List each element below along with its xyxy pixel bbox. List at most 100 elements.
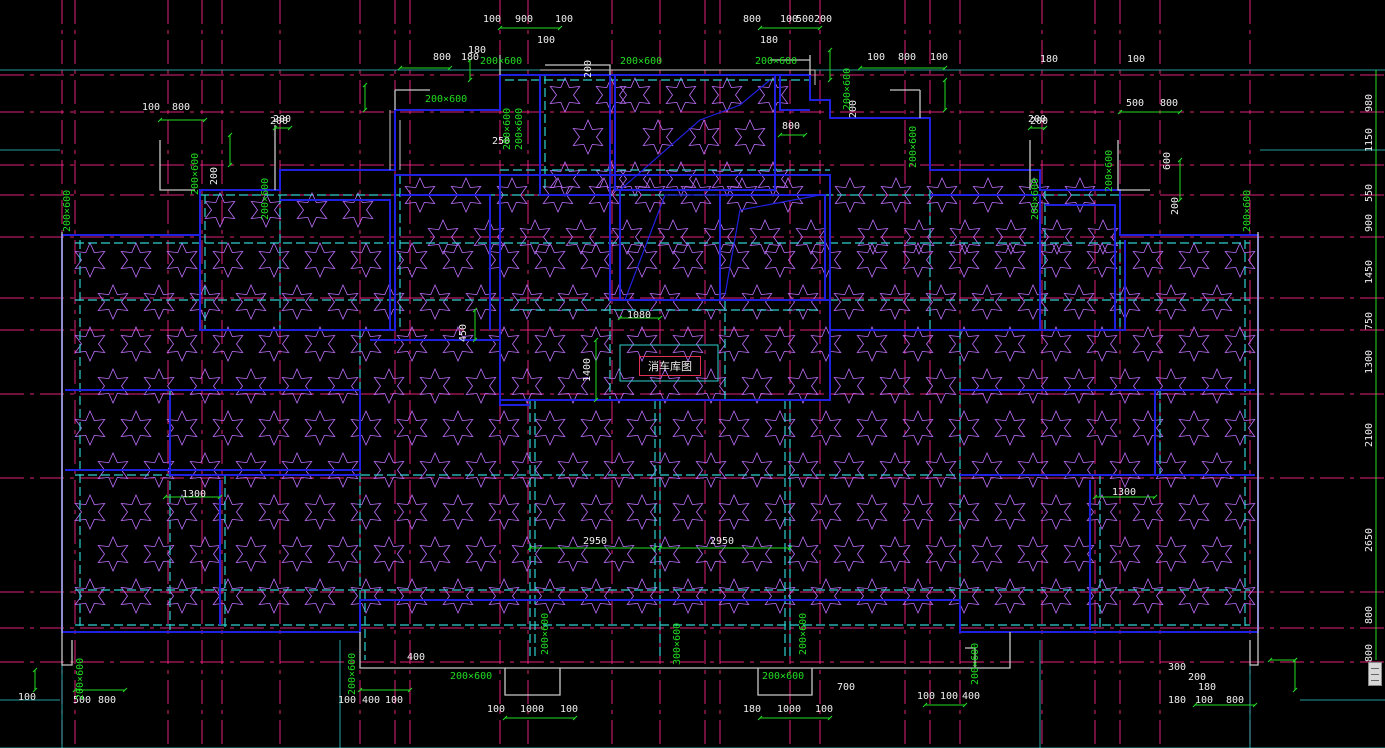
dimension-text: 180 xyxy=(1040,54,1058,65)
beam-size-label: 200×600 xyxy=(75,658,86,700)
beam-size-label: 200×600 xyxy=(1242,190,1253,232)
wall xyxy=(169,395,360,476)
dimension-text: 1000 xyxy=(520,704,544,715)
dimension-tick xyxy=(572,715,578,721)
stair-line xyxy=(619,79,771,191)
beam-size-label: 200×600 xyxy=(514,108,525,150)
dimension-tick xyxy=(942,77,948,83)
dimension-tick xyxy=(272,125,278,131)
dimension-text: 800 xyxy=(98,695,116,706)
right-dimension-text: 750 xyxy=(1364,312,1375,330)
dimension-text: 200 xyxy=(814,14,832,25)
wall xyxy=(65,389,361,471)
dimension-text: 700 xyxy=(837,682,855,693)
dimension-tick xyxy=(827,715,833,721)
dimension-tick xyxy=(857,65,863,71)
dimension-text: 180 xyxy=(760,35,778,46)
dimension-tick xyxy=(757,715,763,721)
dimension-tick xyxy=(817,25,823,31)
wall xyxy=(280,199,391,330)
dimension-text: 180 xyxy=(468,45,486,56)
dimension-tick xyxy=(593,397,599,403)
dimension-text: 100 xyxy=(917,691,935,702)
beam-size-label: 200×600 xyxy=(502,108,513,150)
beam-size-label: 200×600 xyxy=(798,613,809,655)
right-dimension-text: 1150 xyxy=(1364,128,1375,152)
right-dimension-text: 550 xyxy=(1364,184,1375,202)
outline-shell xyxy=(1029,140,1150,191)
dimension-text: 100 xyxy=(867,52,885,63)
scroll-handle[interactable] xyxy=(1368,662,1382,686)
dimension-tick xyxy=(1117,109,1123,115)
beam-size-label: 200×600 xyxy=(762,671,804,682)
dimension-text: 180 xyxy=(1168,695,1186,706)
dimension-tick xyxy=(922,702,928,708)
dimension-tick xyxy=(32,687,38,693)
dimension-tick xyxy=(397,65,403,71)
dimension-tick xyxy=(32,667,38,673)
wall xyxy=(219,480,1091,630)
dimension-tick xyxy=(1192,702,1198,708)
dimension-text: 400 xyxy=(962,691,980,702)
dimension-text: 200 xyxy=(209,167,220,185)
wall xyxy=(539,75,611,196)
dimension-text: 100 xyxy=(1195,695,1213,706)
dimension-text: 800 xyxy=(898,52,916,63)
dimension-tick xyxy=(527,545,533,551)
right-dimension-text: 1450 xyxy=(1364,260,1375,284)
dimension-text: 800 xyxy=(743,14,761,25)
dimension-text: 100 xyxy=(142,102,160,113)
right-dimension-text: 800 xyxy=(1364,606,1375,624)
beam-size-label: 200×600 xyxy=(480,56,522,67)
dimension-text: 100 xyxy=(483,14,501,25)
dimension-tick xyxy=(1042,125,1048,131)
beam-size-label: 200×600 xyxy=(842,68,853,110)
wall xyxy=(619,190,826,301)
dimension-tick xyxy=(1177,109,1183,115)
wall xyxy=(960,389,1255,476)
dimension-tick xyxy=(1177,197,1183,203)
dimension-tick xyxy=(407,687,413,693)
dimension-text: 180 xyxy=(743,704,761,715)
right-dimension-text: 2100 xyxy=(1364,423,1375,447)
stair-line xyxy=(724,194,821,296)
right-dimension-text: 1300 xyxy=(1364,350,1375,374)
center-room-frame xyxy=(619,344,719,382)
dimension-text: 1400 xyxy=(582,358,593,382)
dimension-tick xyxy=(657,545,663,551)
outline-shell xyxy=(389,69,816,170)
dimension-text: 100 xyxy=(537,35,555,46)
right-dimension-text: 800 xyxy=(1364,644,1375,662)
dimension-text: 100 xyxy=(940,691,958,702)
dimension-tick xyxy=(357,687,363,693)
beam-size-label: 200×600 xyxy=(260,178,271,220)
dimension-tick xyxy=(593,337,599,343)
outline-shell xyxy=(359,632,1011,669)
dimension-text: 200 xyxy=(1170,197,1181,215)
dimension-tick xyxy=(362,107,368,113)
dimension-tick xyxy=(227,132,233,138)
dimension-tick xyxy=(467,77,473,83)
dimension-tick xyxy=(217,494,223,500)
dimension-text: 200 xyxy=(273,114,291,125)
dimension-text: 100 xyxy=(487,704,505,715)
dimension-tick xyxy=(777,132,783,138)
dimension-tick xyxy=(362,82,368,88)
wall xyxy=(930,194,1116,330)
beam-size-label: 200×600 xyxy=(347,653,358,695)
dimension-tick xyxy=(1092,494,1098,500)
beam-size-label: 200×600 xyxy=(62,190,73,232)
dimension-tick xyxy=(1292,657,1298,663)
dimension-text: 180 xyxy=(1198,682,1216,693)
dimension-tick xyxy=(557,25,563,31)
dimension-text: 450 xyxy=(458,324,469,342)
beam-size-label: 300×600 xyxy=(672,623,683,665)
beam-size-label: 200×600 xyxy=(908,126,919,168)
dimension-text: 100 xyxy=(1127,54,1145,65)
dimension-tick xyxy=(802,132,808,138)
beam-size-label: 200×600 xyxy=(425,94,467,105)
beam-size-label: 200×600 xyxy=(190,153,201,195)
dimension-tick xyxy=(942,65,948,71)
